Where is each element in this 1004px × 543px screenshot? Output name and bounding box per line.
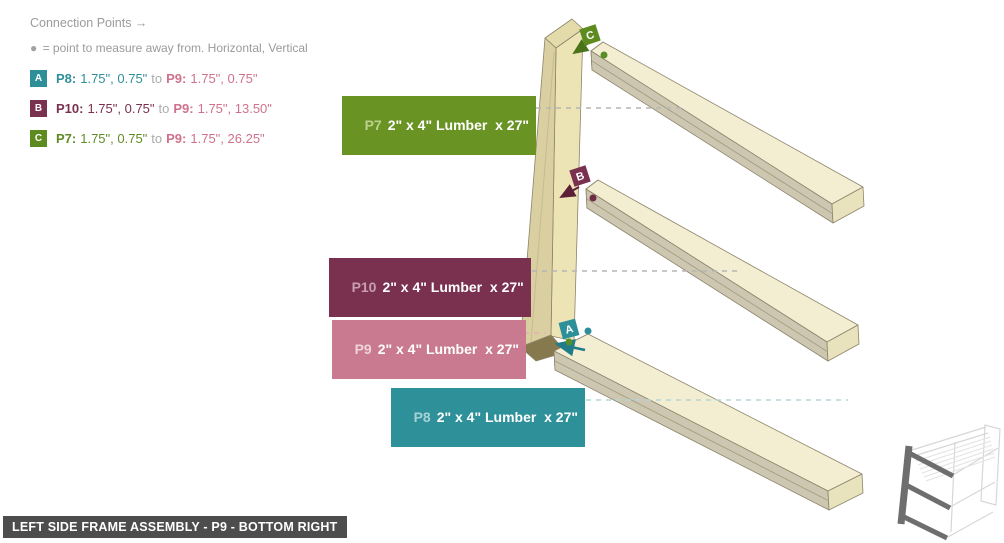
badge-c: C bbox=[579, 24, 601, 46]
legend-title: Connection Points → bbox=[30, 16, 148, 30]
badge-b: B bbox=[569, 165, 591, 187]
connection-badge-a: A bbox=[30, 70, 47, 87]
connection-badge-b: B bbox=[30, 100, 47, 117]
assembly-thumbnail bbox=[897, 424, 1001, 541]
svg-text:A: A bbox=[564, 323, 575, 337]
arrow-b bbox=[559, 184, 580, 198]
rail-p10 bbox=[585, 179, 860, 362]
connection-row-c: C P7: 1.75", 0.75" to P9: 1.75", 26.25" bbox=[30, 130, 308, 147]
dot-a-green bbox=[565, 338, 573, 346]
svg-text:B: B bbox=[575, 170, 586, 184]
dot-c-green bbox=[600, 51, 608, 59]
connection-badge-c: C bbox=[30, 130, 47, 147]
arrow-a bbox=[554, 339, 586, 357]
dot-a-teal bbox=[584, 327, 592, 335]
svg-text:C: C bbox=[585, 29, 596, 43]
badge-a: A bbox=[558, 318, 580, 340]
legend-note: ● = point to measure away from. Horizont… bbox=[30, 41, 308, 55]
measure-dot-icon: ● bbox=[30, 41, 38, 55]
connection-points-legend: Connection Points → ● = point to measure… bbox=[30, 16, 308, 160]
dot-b-maroon bbox=[589, 194, 597, 202]
connection-row-a: A P8: 1.75", 0.75" to P9: 1.75", 0.75" bbox=[30, 70, 308, 87]
assembly-title-banner: LEFT SIDE FRAME ASSEMBLY - P9 - BOTTOM R… bbox=[3, 516, 347, 538]
connection-row-b: B P10: 1.75", 0.75" to P9: 1.75", 13.50" bbox=[30, 100, 308, 117]
rail-p7 bbox=[590, 41, 865, 224]
rail-p8 bbox=[553, 333, 864, 511]
